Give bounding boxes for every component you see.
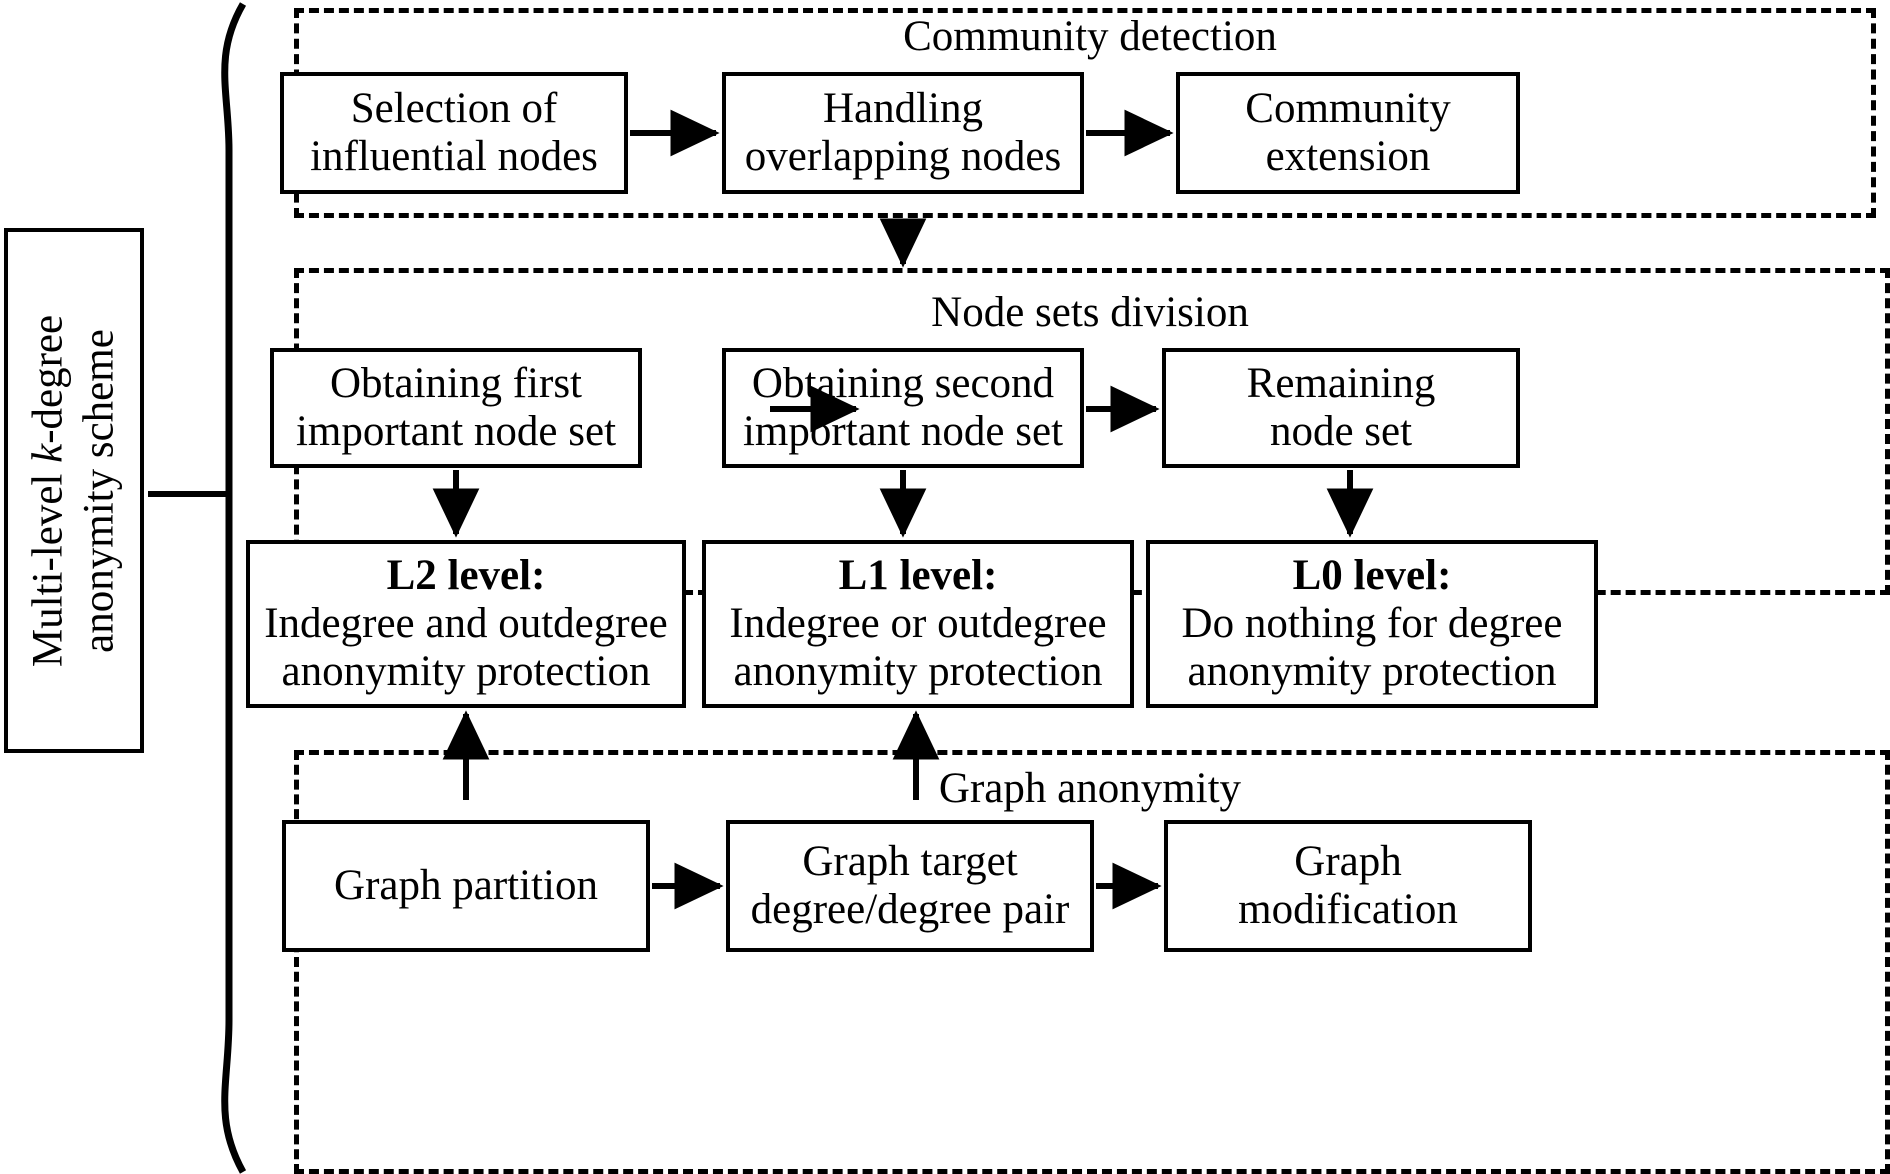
box-graph-target-degree-pair[interactable]: Graph target degree/degree pair	[726, 820, 1094, 952]
box-graph-modification[interactable]: Graph modification	[1164, 820, 1532, 952]
box-line: influential nodes	[310, 133, 598, 180]
box-line: node set	[1269, 408, 1413, 455]
box-line: Indegree or outdegree	[729, 599, 1107, 647]
box-handling-overlapping-nodes[interactable]: Handling overlapping nodes	[722, 72, 1084, 194]
box-l0-level[interactable]: L0 level: Do nothing for degree anonymit…	[1146, 540, 1598, 708]
box-line: Remaining	[1246, 359, 1436, 407]
box-line: modification	[1238, 886, 1458, 933]
box-line: Handling	[822, 84, 984, 132]
box-line: anonymity protection	[281, 648, 651, 696]
box-line: overlapping nodes	[744, 133, 1062, 180]
box-line: Obtaining first	[330, 359, 582, 407]
box-l2-level[interactable]: L2 level: Indegree and outdegree anonymi…	[246, 540, 686, 708]
box-line: anonymity protection	[1187, 648, 1557, 696]
box-line: important node set	[295, 408, 617, 455]
scheme-label-box: Multi-level k-degree anonymity scheme	[4, 228, 144, 753]
box-line: Do nothing for degree	[1181, 599, 1563, 647]
box-line: anonymity protection	[733, 648, 1103, 696]
box-line: Obtaining second	[751, 359, 1055, 407]
box-line: degree/degree pair	[750, 886, 1070, 933]
box-line: Selection of	[350, 84, 558, 132]
box-remaining-node-set[interactable]: Remaining node set	[1162, 348, 1520, 468]
scheme-brace	[221, 2, 247, 1174]
box-l1-level[interactable]: L1 level: Indegree or outdegree anonymit…	[702, 540, 1134, 708]
box-graph-partition[interactable]: Graph partition	[282, 820, 650, 952]
box-line: Graph	[1294, 837, 1402, 885]
box-line: Indegree and outdegree	[264, 599, 668, 647]
box-line: Graph target	[802, 837, 1018, 885]
group-title-node-sets-division: Node sets division	[931, 289, 1249, 336]
box-line: important node set	[742, 408, 1064, 455]
group-title-graph-anonymity: Graph anonymity	[938, 765, 1242, 812]
box-selection-of-influential-nodes[interactable]: Selection of influential nodes	[280, 72, 628, 194]
group-container-graph-anonymity	[294, 750, 1890, 1174]
box-obtaining-first-important-node-set[interactable]: Obtaining first important node set	[270, 348, 642, 468]
box-line: extension	[1265, 133, 1431, 180]
box-line: Graph partition	[334, 861, 598, 909]
group-title-community-detection: Community detection	[903, 13, 1277, 60]
level-heading: L0 level:	[1292, 551, 1452, 599]
box-community-extension[interactable]: Community extension	[1176, 72, 1520, 194]
level-heading: L1 level:	[838, 551, 998, 599]
level-heading: L2 level:	[386, 551, 546, 599]
box-line: Community	[1245, 84, 1451, 132]
